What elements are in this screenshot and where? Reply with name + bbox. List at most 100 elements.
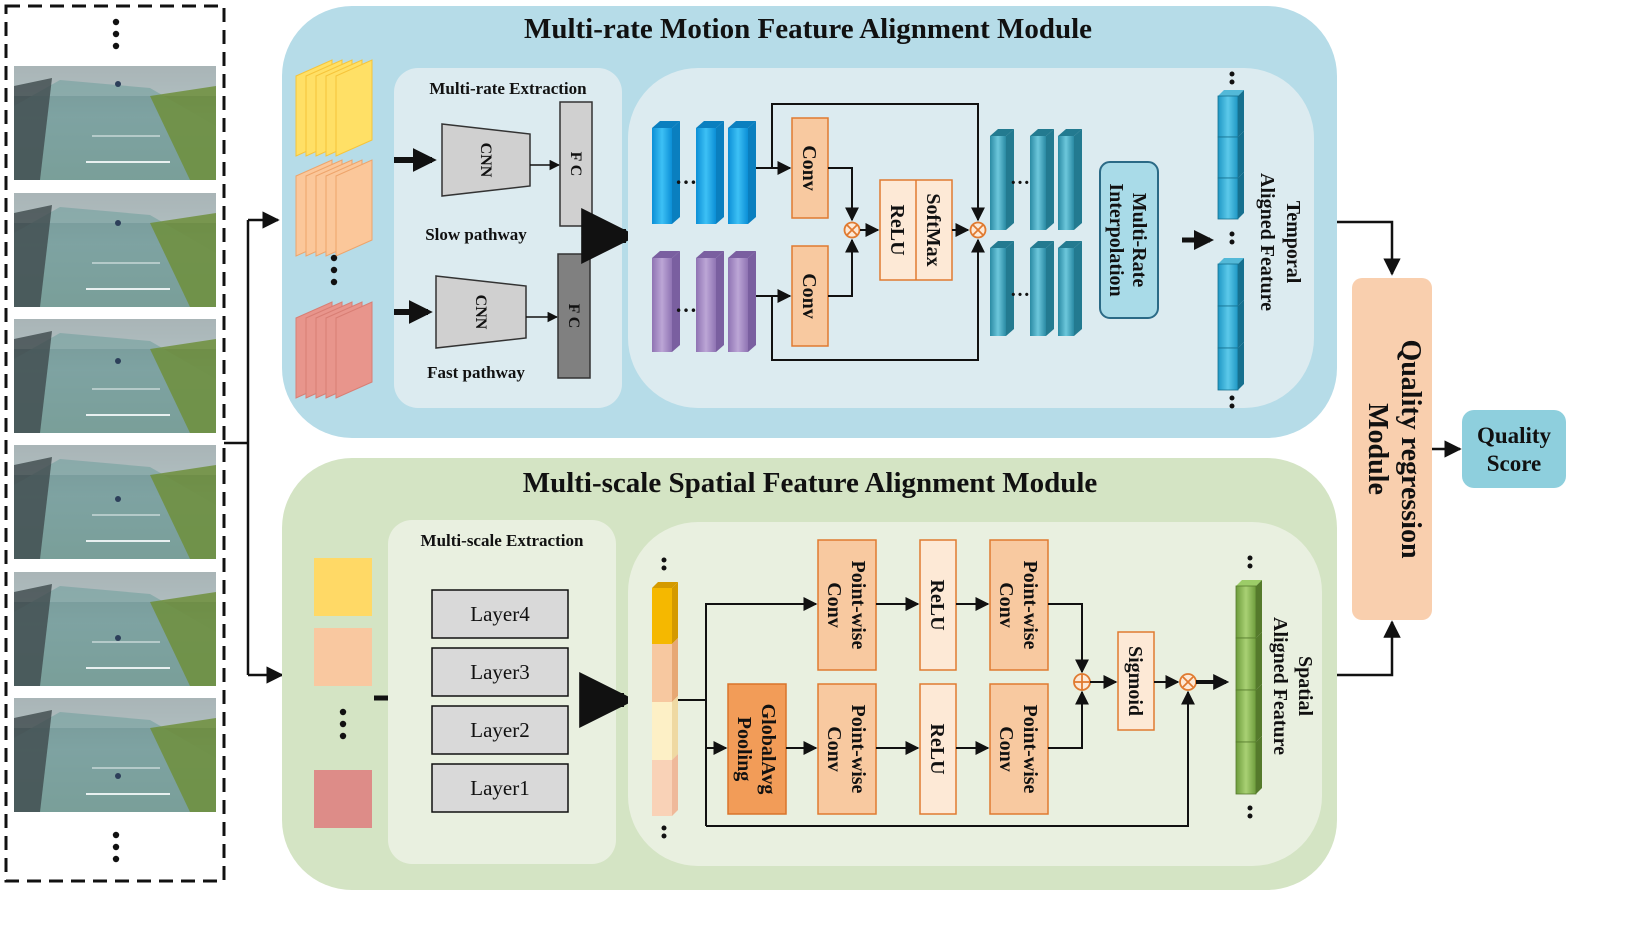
module-to-regression-arrows [1337, 220, 1401, 677]
spatial-input-orange [314, 628, 372, 686]
fast-pathway-label: Fast pathway [427, 363, 525, 382]
motion-alignment-connectors [756, 103, 985, 361]
fast-cnn-block [435, 275, 527, 349]
temporal-aligned-feature-column [1217, 90, 1244, 391]
spatial-input-yellow [314, 558, 372, 616]
regression-label-line2: Module [1362, 403, 1393, 495]
motion-input-stack-orange [295, 159, 373, 257]
motion-module-title: Multi-rate Motion Feature Alignment Modu… [524, 13, 1092, 45]
aligned-top-ellipsis: … [1010, 167, 1030, 189]
spatial-alignment-connectors [678, 597, 1195, 827]
score-label-line2: Score [1487, 451, 1542, 476]
score-label-line1: Quality [1477, 423, 1552, 448]
spatial-col-segment-2 [1235, 632, 1262, 691]
layer1-box [431, 763, 569, 813]
gap-label-line2: Pooling [733, 717, 755, 781]
fast-feature-maps: … [652, 251, 756, 352]
layer1-label: Layer1 [470, 776, 529, 800]
bottom-relu-label: ReLU [926, 723, 948, 774]
video-frame-5 [14, 572, 216, 686]
fast-conv-label: Conv [798, 273, 820, 319]
top-pointwise-conv-2-line2: Conv [995, 582, 1017, 628]
quality-regression-module [1352, 278, 1432, 620]
interpolation-label-line1: Multi-Rate [1128, 193, 1150, 288]
temporal-col-mid-ellipsis [1229, 231, 1235, 245]
video-frames-column [4, 4, 226, 883]
motion-aligned-feature-maps: … … [990, 129, 1082, 336]
layer2-label: Layer2 [470, 718, 529, 742]
spatial-column-top-ellipsis [661, 557, 667, 571]
top-pointwise-conv-2-line1: Point-wise [1019, 561, 1041, 650]
top-pointwise-conv-1-line2: Conv [823, 582, 845, 628]
top-pointwise-conv-1 [817, 539, 877, 671]
spatial-module-title: Multi-scale Spatial Feature Alignment Mo… [523, 467, 1098, 499]
temporal-col-top-segment-2 [1217, 131, 1244, 179]
fast-fc-block [557, 253, 591, 379]
spatial-col-bottom-ellipsis [1247, 805, 1253, 819]
video-frame-4 [14, 445, 216, 559]
temporal-col-bottom-segment-2 [1217, 300, 1244, 349]
spatial-column-bottom-ellipsis [661, 825, 667, 839]
interpolation-label-line2: Interpolation [1105, 183, 1127, 296]
spatial-alignment-panel [628, 522, 1322, 866]
bottom-pointwise-conv-2 [989, 683, 1049, 815]
fast-features-ellipsis: … [675, 292, 697, 317]
spatial-input-ellipsis [339, 708, 347, 740]
motion-module: Multi-rate Motion Feature Alignment Modu… [282, 6, 1337, 438]
bottom-relu-box [919, 683, 957, 815]
slow-fc-block [559, 101, 593, 227]
fast-conv-box [791, 245, 829, 347]
global-avg-pooling-box [727, 683, 787, 815]
spatial-col-top-ellipsis [1247, 555, 1253, 569]
slow-pathway-label: Slow pathway [425, 225, 527, 244]
frames-to-modules-arrows [224, 211, 284, 684]
gap-label-line1: GlobalAvg [757, 704, 779, 795]
temporal-output-label-line1: Temporal [1282, 201, 1304, 284]
temporal-col-top-ellipsis [1229, 71, 1235, 85]
frames-bottom-ellipsis [112, 831, 120, 863]
frames-dashed-border [4, 4, 226, 883]
spatial-output-label-line2: Aligned Feature [1269, 617, 1291, 755]
video-frame-6 [14, 698, 216, 812]
bottom-pointwise-conv-2-line2: Conv [995, 726, 1017, 772]
top-pointwise-conv-2 [989, 539, 1049, 671]
layer4-box [431, 589, 569, 639]
spatial-multiply-node [1179, 673, 1197, 691]
layer4-label: Layer4 [470, 602, 530, 626]
fast-cnn-label: CNN [472, 295, 489, 330]
backbone-layers: Layer4 Layer3 Layer2 Layer1 [431, 589, 569, 813]
motion-softmax-label: SoftMax [922, 193, 944, 266]
motion-alignment-panel [628, 68, 1314, 408]
video-frame-3 [14, 319, 216, 433]
temporal-col-bottom-segment-3 [1217, 342, 1244, 391]
spatial-stacked-feature-column [652, 582, 678, 816]
layer3-box [431, 647, 569, 697]
temporal-col-top-segment-3 [1217, 172, 1244, 220]
slow-fc-label: F C [567, 152, 584, 177]
bottom-pointwise-conv-1 [817, 683, 877, 815]
slow-features-ellipsis: … [675, 164, 697, 189]
slow-conv-label: Conv [798, 145, 820, 191]
spatial-col-segment-3 [1235, 684, 1262, 743]
video-frame-1 [14, 66, 216, 180]
motion-input-ellipsis [330, 254, 338, 286]
spatial-input-red [314, 770, 372, 828]
spatial-module: Multi-scale Spatial Feature Alignment Mo… [282, 458, 1337, 890]
spatial-output-label-line1: Spatial [1294, 656, 1316, 716]
multi-rate-extraction-title: Multi-rate Extraction [429, 79, 587, 98]
multi-scale-extraction-title: Multi-scale Extraction [421, 531, 584, 550]
slow-feature-maps: … [652, 121, 756, 224]
regression-label-line1: Quality regression [1395, 339, 1426, 559]
temporal-col-bottom-ellipsis [1229, 395, 1235, 409]
temporal-output-label-line2: Aligned Feature [1256, 173, 1278, 311]
spatial-col-segment-4 [1235, 736, 1262, 795]
quality-score-box [1462, 410, 1566, 488]
aligned-bottom-ellipsis: … [1010, 279, 1030, 301]
layer3-label: Layer3 [470, 660, 529, 684]
multi-rate-interpolation-box [1099, 161, 1159, 319]
layer2-box [431, 705, 569, 755]
spatial-add-node [1073, 673, 1091, 691]
slow-conv-box [791, 117, 829, 219]
bottom-pointwise-conv-2-line1: Point-wise [1019, 705, 1041, 794]
